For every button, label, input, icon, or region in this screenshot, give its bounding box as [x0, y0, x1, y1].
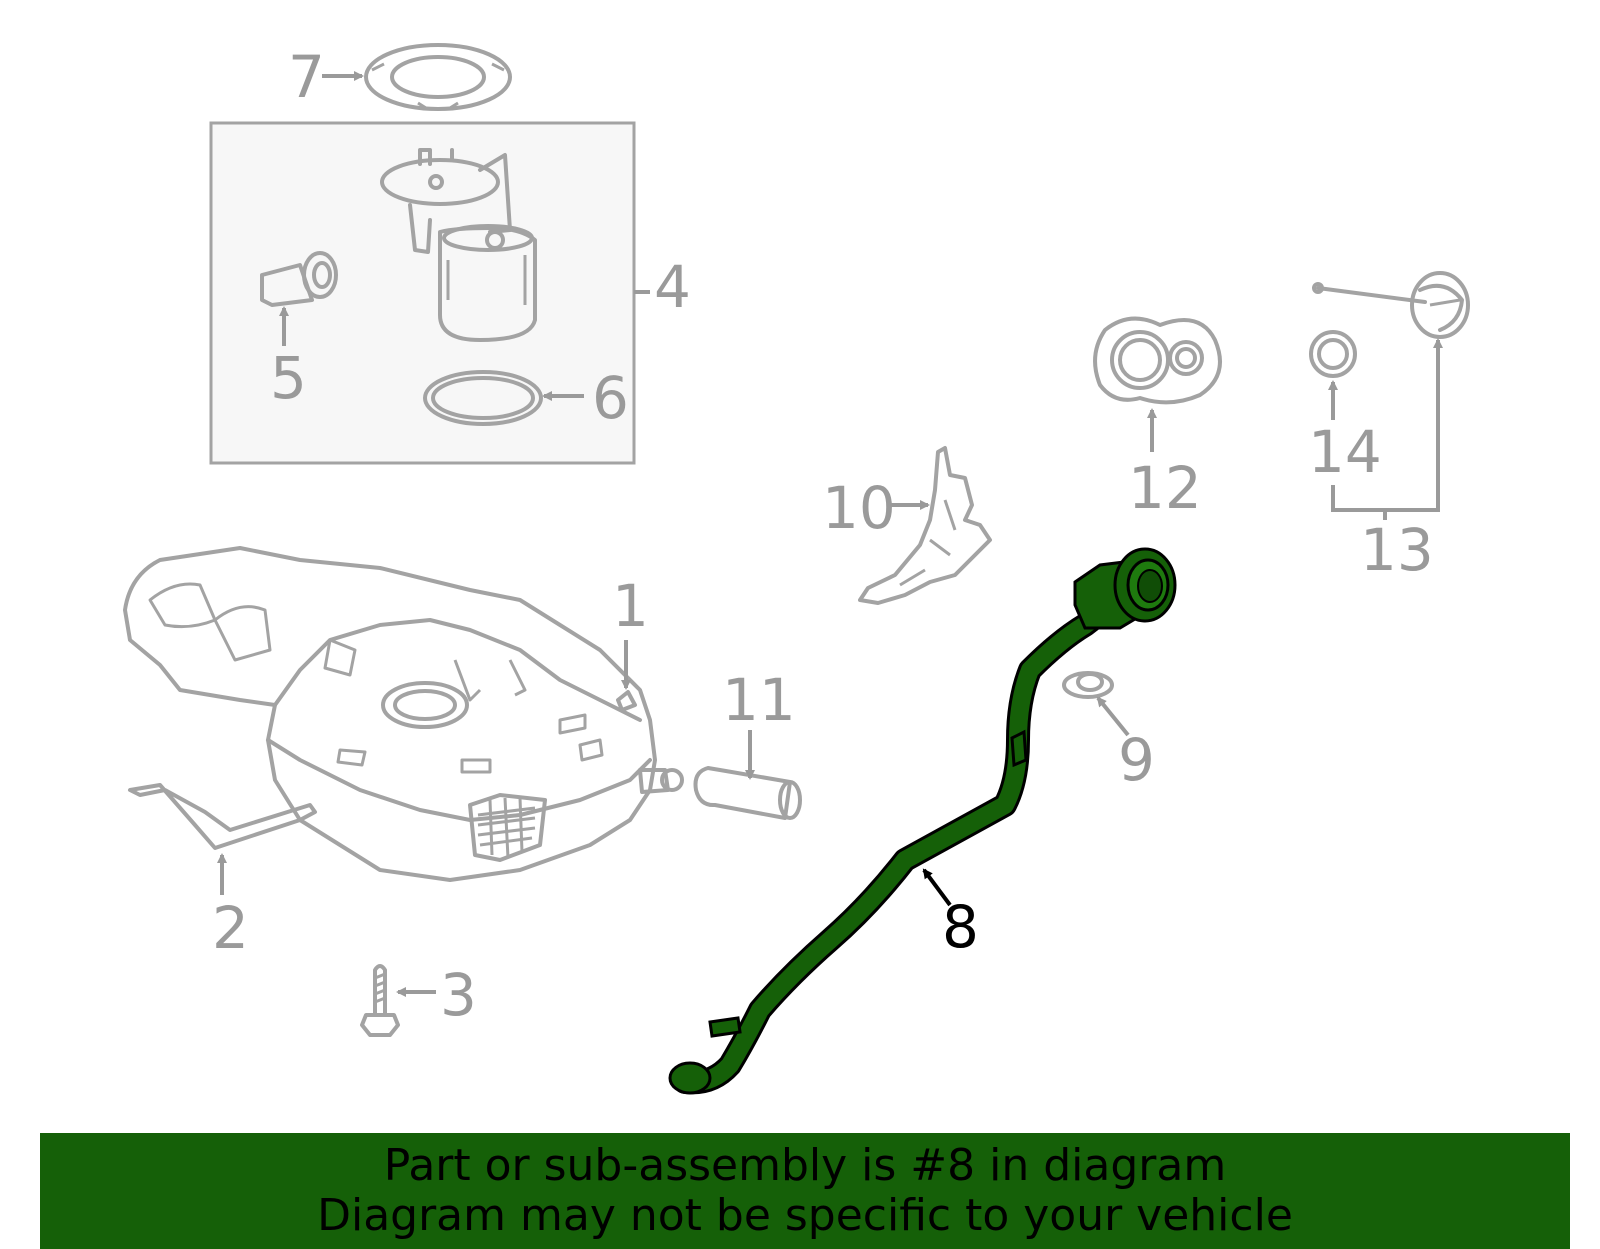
callout-4: 4	[654, 253, 691, 321]
banner-line-1: Part or sub-assembly is #8 in diagram	[383, 1140, 1227, 1191]
callout-12: 12	[1128, 454, 1202, 522]
callout-3: 3	[440, 961, 477, 1029]
cap-seal-part	[1309, 330, 1357, 378]
callout-9: 9	[1118, 726, 1155, 794]
filler-pipe-part	[668, 547, 1177, 1095]
bolt-part	[360, 964, 400, 1037]
callout-6: 6	[592, 364, 629, 432]
filler-bracket-part	[858, 446, 992, 605]
callout-1: 1	[612, 572, 649, 640]
callout-8: 8	[942, 893, 979, 961]
fuel-cap-part	[1312, 271, 1470, 339]
callout-11: 11	[722, 666, 796, 734]
fuel-pump-part	[380, 148, 537, 342]
fuel-filter-part	[260, 251, 338, 307]
grommet-part	[1062, 671, 1114, 699]
filler-grommet-part	[1093, 316, 1222, 405]
leader-8	[922, 868, 952, 907]
tank-strap-part	[128, 783, 317, 850]
hose-part	[693, 766, 802, 820]
gasket-part	[423, 370, 543, 426]
lock-ring-part	[364, 43, 512, 111]
callout-13: 13	[1360, 516, 1434, 584]
callout-5: 5	[270, 344, 307, 412]
leader-9	[1096, 696, 1130, 737]
callout-14: 14	[1308, 418, 1382, 486]
callout-2: 2	[212, 894, 249, 962]
info-banner: Part or sub-assembly is #8 in diagram Di…	[40, 1133, 1570, 1249]
fuel-tank-part	[123, 546, 684, 882]
callout-10: 10	[822, 474, 896, 542]
pump-module-box	[209, 121, 636, 465]
banner-line-2: Diagram may not be specific to your vehi…	[317, 1190, 1293, 1241]
callout-7: 7	[288, 43, 325, 111]
